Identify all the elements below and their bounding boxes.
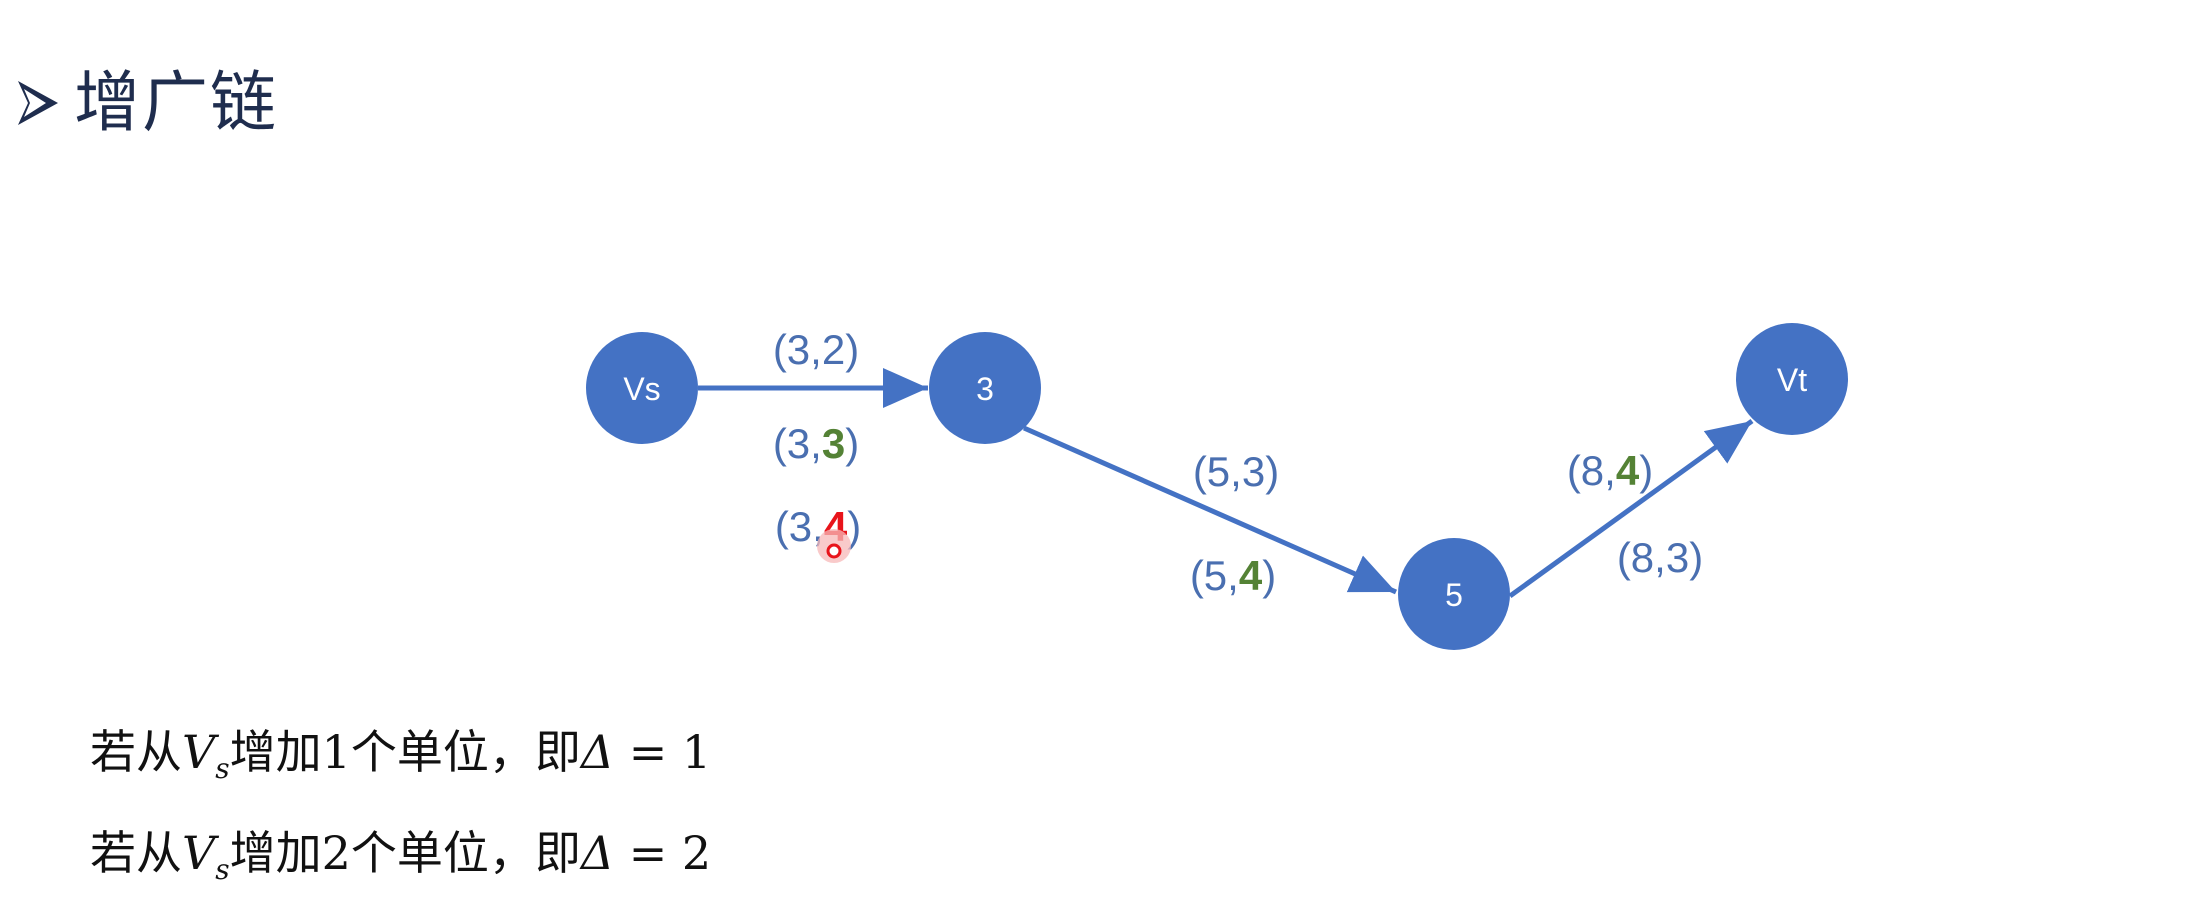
edge-3-5 <box>1022 425 1398 595</box>
title-row: 增广链 <box>16 58 278 148</box>
edge-5-vt <box>1508 418 1754 599</box>
node-3: 3 <box>929 332 1041 444</box>
node-5-label: 5 <box>1445 577 1463 613</box>
explanation-line-1: 若从Vs增加1个单位，即Δ = 1 <box>90 725 712 785</box>
laser-pointer-icon <box>817 529 851 563</box>
node-vs-label: Vs <box>623 371 660 407</box>
edge-label-3-5-top: (5,3) <box>1193 448 1279 495</box>
node-vt-label: Vt <box>1777 362 1807 398</box>
node-vt: Vt <box>1736 323 1848 435</box>
edge-label-vs-3-bottom: (3,4) <box>775 503 861 550</box>
explanation-line-2: 若从Vs增加2个单位，即Δ = 2 <box>90 826 712 886</box>
edge-label-3-5-bottom: (5,4) <box>1190 552 1276 599</box>
edge-label-vs-3-top: (3,2) <box>773 326 859 373</box>
node-3-label: 3 <box>976 371 994 407</box>
explanation-text: 若从Vs增加1个单位，即Δ = 1 若从Vs增加2个单位，即Δ = 2 <box>90 710 711 904</box>
edge-label-5-vt-bottom: (8,3) <box>1617 534 1703 581</box>
edge-label-5-vt-top: (8,4) <box>1567 447 1653 494</box>
page-title: 增广链 <box>74 64 278 141</box>
node-5: 5 <box>1398 538 1510 650</box>
node-vs: Vs <box>586 332 698 444</box>
arrowhead-bullet-icon <box>18 81 58 125</box>
edge-label-vs-3-mid: (3,3) <box>773 420 859 467</box>
